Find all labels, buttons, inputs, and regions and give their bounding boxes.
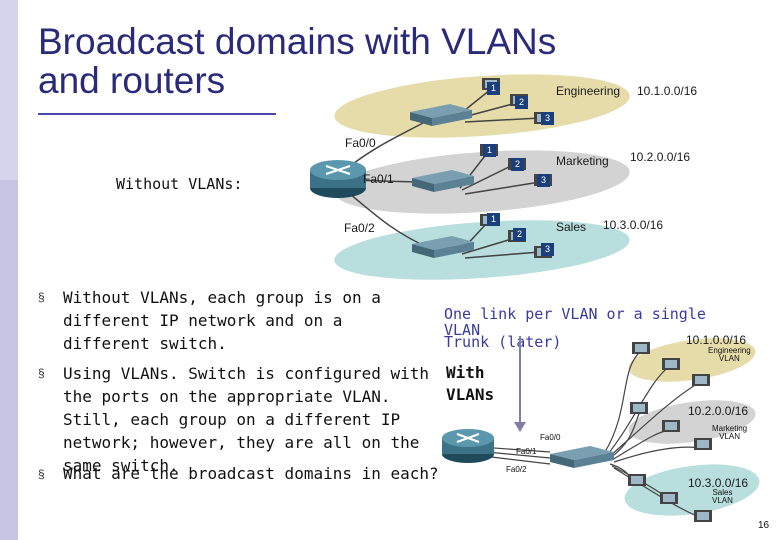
vlan-label-sales-1: Sales [712, 488, 733, 497]
bullet-text-2: Using VLANs. Switch is configured with t… [63, 364, 430, 475]
callout-line-1: One link per VLAN or a single VLAN [444, 305, 706, 339]
network-sales: 10.3.0.0/16 [603, 218, 664, 232]
host-tag-sales-3: 3 [541, 243, 554, 256]
switch-engineering-icon [410, 104, 472, 126]
vlan-label-sales-2: VLAN [712, 496, 733, 505]
sales-area [334, 220, 630, 280]
slide-sidebar-lower [0, 180, 18, 540]
vlan-label-engineering-2: VLAN [718, 354, 740, 363]
with-vlans-label: With VLANs [446, 362, 494, 406]
host-tag-mkt-2: 2 [511, 158, 524, 171]
vlan-label-marketing: Marketing VLAN [712, 425, 747, 441]
vlan-label-sales: Sales VLAN [712, 489, 733, 505]
engineering-area [334, 74, 630, 138]
host-tag-sales-1: 1 [487, 213, 500, 226]
vlan-host-icons [628, 342, 712, 522]
host-tag-mkt-1: 1 [483, 144, 496, 157]
page-number: 16 [758, 520, 770, 531]
port-fa0-1: Fa0/1 [363, 172, 394, 186]
slide-title: Broadcast domains with VLANs and routers [38, 22, 678, 100]
bullet-marker-3: § [38, 467, 45, 481]
vlan-network-marketing: 10.2.0.0/16 [688, 404, 749, 418]
router-vlan-icon [442, 429, 494, 463]
switch-sales-icon [412, 236, 474, 258]
host-tag-eng-1: 1 [487, 82, 500, 95]
bullet-marker-2: § [38, 366, 45, 380]
with-vlans-line-2: VLANs [446, 385, 495, 404]
host-tag-eng-3: 3 [541, 112, 554, 125]
group-marketing-label: Marketing [556, 154, 609, 168]
vlan-label-engineering: Engineering VLAN [708, 347, 751, 363]
vlan-label-marketing-1: Marketing [712, 424, 748, 433]
switch-marketing-icon [412, 170, 474, 192]
vlan-network-engineering: 10.1.0.0/16 [686, 333, 747, 347]
title-line-1: Broadcast domains with VLANs [38, 21, 557, 62]
bullet-text-1: Without VLANs, each group is on a differ… [63, 288, 381, 353]
bullet-marker-1: § [38, 290, 45, 304]
sales-vlan-area [624, 464, 760, 516]
without-vlans-label: Without VLANs: [116, 175, 243, 193]
router-icon [310, 160, 366, 198]
engineering-vlan-area [628, 338, 756, 382]
vlan-label-engineering-1: Engineering [708, 346, 751, 355]
bullet-text-3: What are the broadcast domains in each? [63, 464, 439, 483]
network-marketing: 10.2.0.0/16 [630, 150, 691, 164]
group-sales-label: Sales [556, 220, 587, 234]
callout-text: One link per VLAN or a single VLAN Trunk… [444, 306, 734, 350]
group-engineering-label: Engineering [556, 84, 621, 98]
network-engineering: 10.1.0.0/16 [637, 84, 698, 98]
marketing-area [334, 150, 630, 214]
vlan-port-fa0-1: Fa0/1 [516, 447, 537, 456]
host-tag-eng-2: 2 [515, 96, 528, 109]
vlan-label-marketing-2: VLAN [719, 432, 741, 441]
title-line-2: and routers [38, 60, 226, 101]
bottom-network-diagram [442, 336, 760, 522]
callout-line-2: Trunk (later) [444, 333, 562, 351]
with-vlans-line-1: With [446, 363, 485, 382]
marketing-vlan-area [628, 400, 756, 444]
top-network-diagram [310, 74, 630, 280]
host-tag-sales-2: 2 [513, 228, 526, 241]
host-tag-mkt-3: 3 [537, 174, 550, 187]
vlan-port-fa0-2: Fa0/2 [506, 465, 527, 474]
vlan-network-sales: 10.3.0.0/16 [688, 476, 749, 490]
switch-vlan-icon [550, 446, 614, 468]
port-fa0-0: Fa0/0 [345, 136, 376, 150]
title-underline [38, 113, 276, 115]
port-fa0-2: Fa0/2 [344, 221, 375, 235]
vlan-port-fa0-0: Fa0/0 [540, 433, 561, 442]
